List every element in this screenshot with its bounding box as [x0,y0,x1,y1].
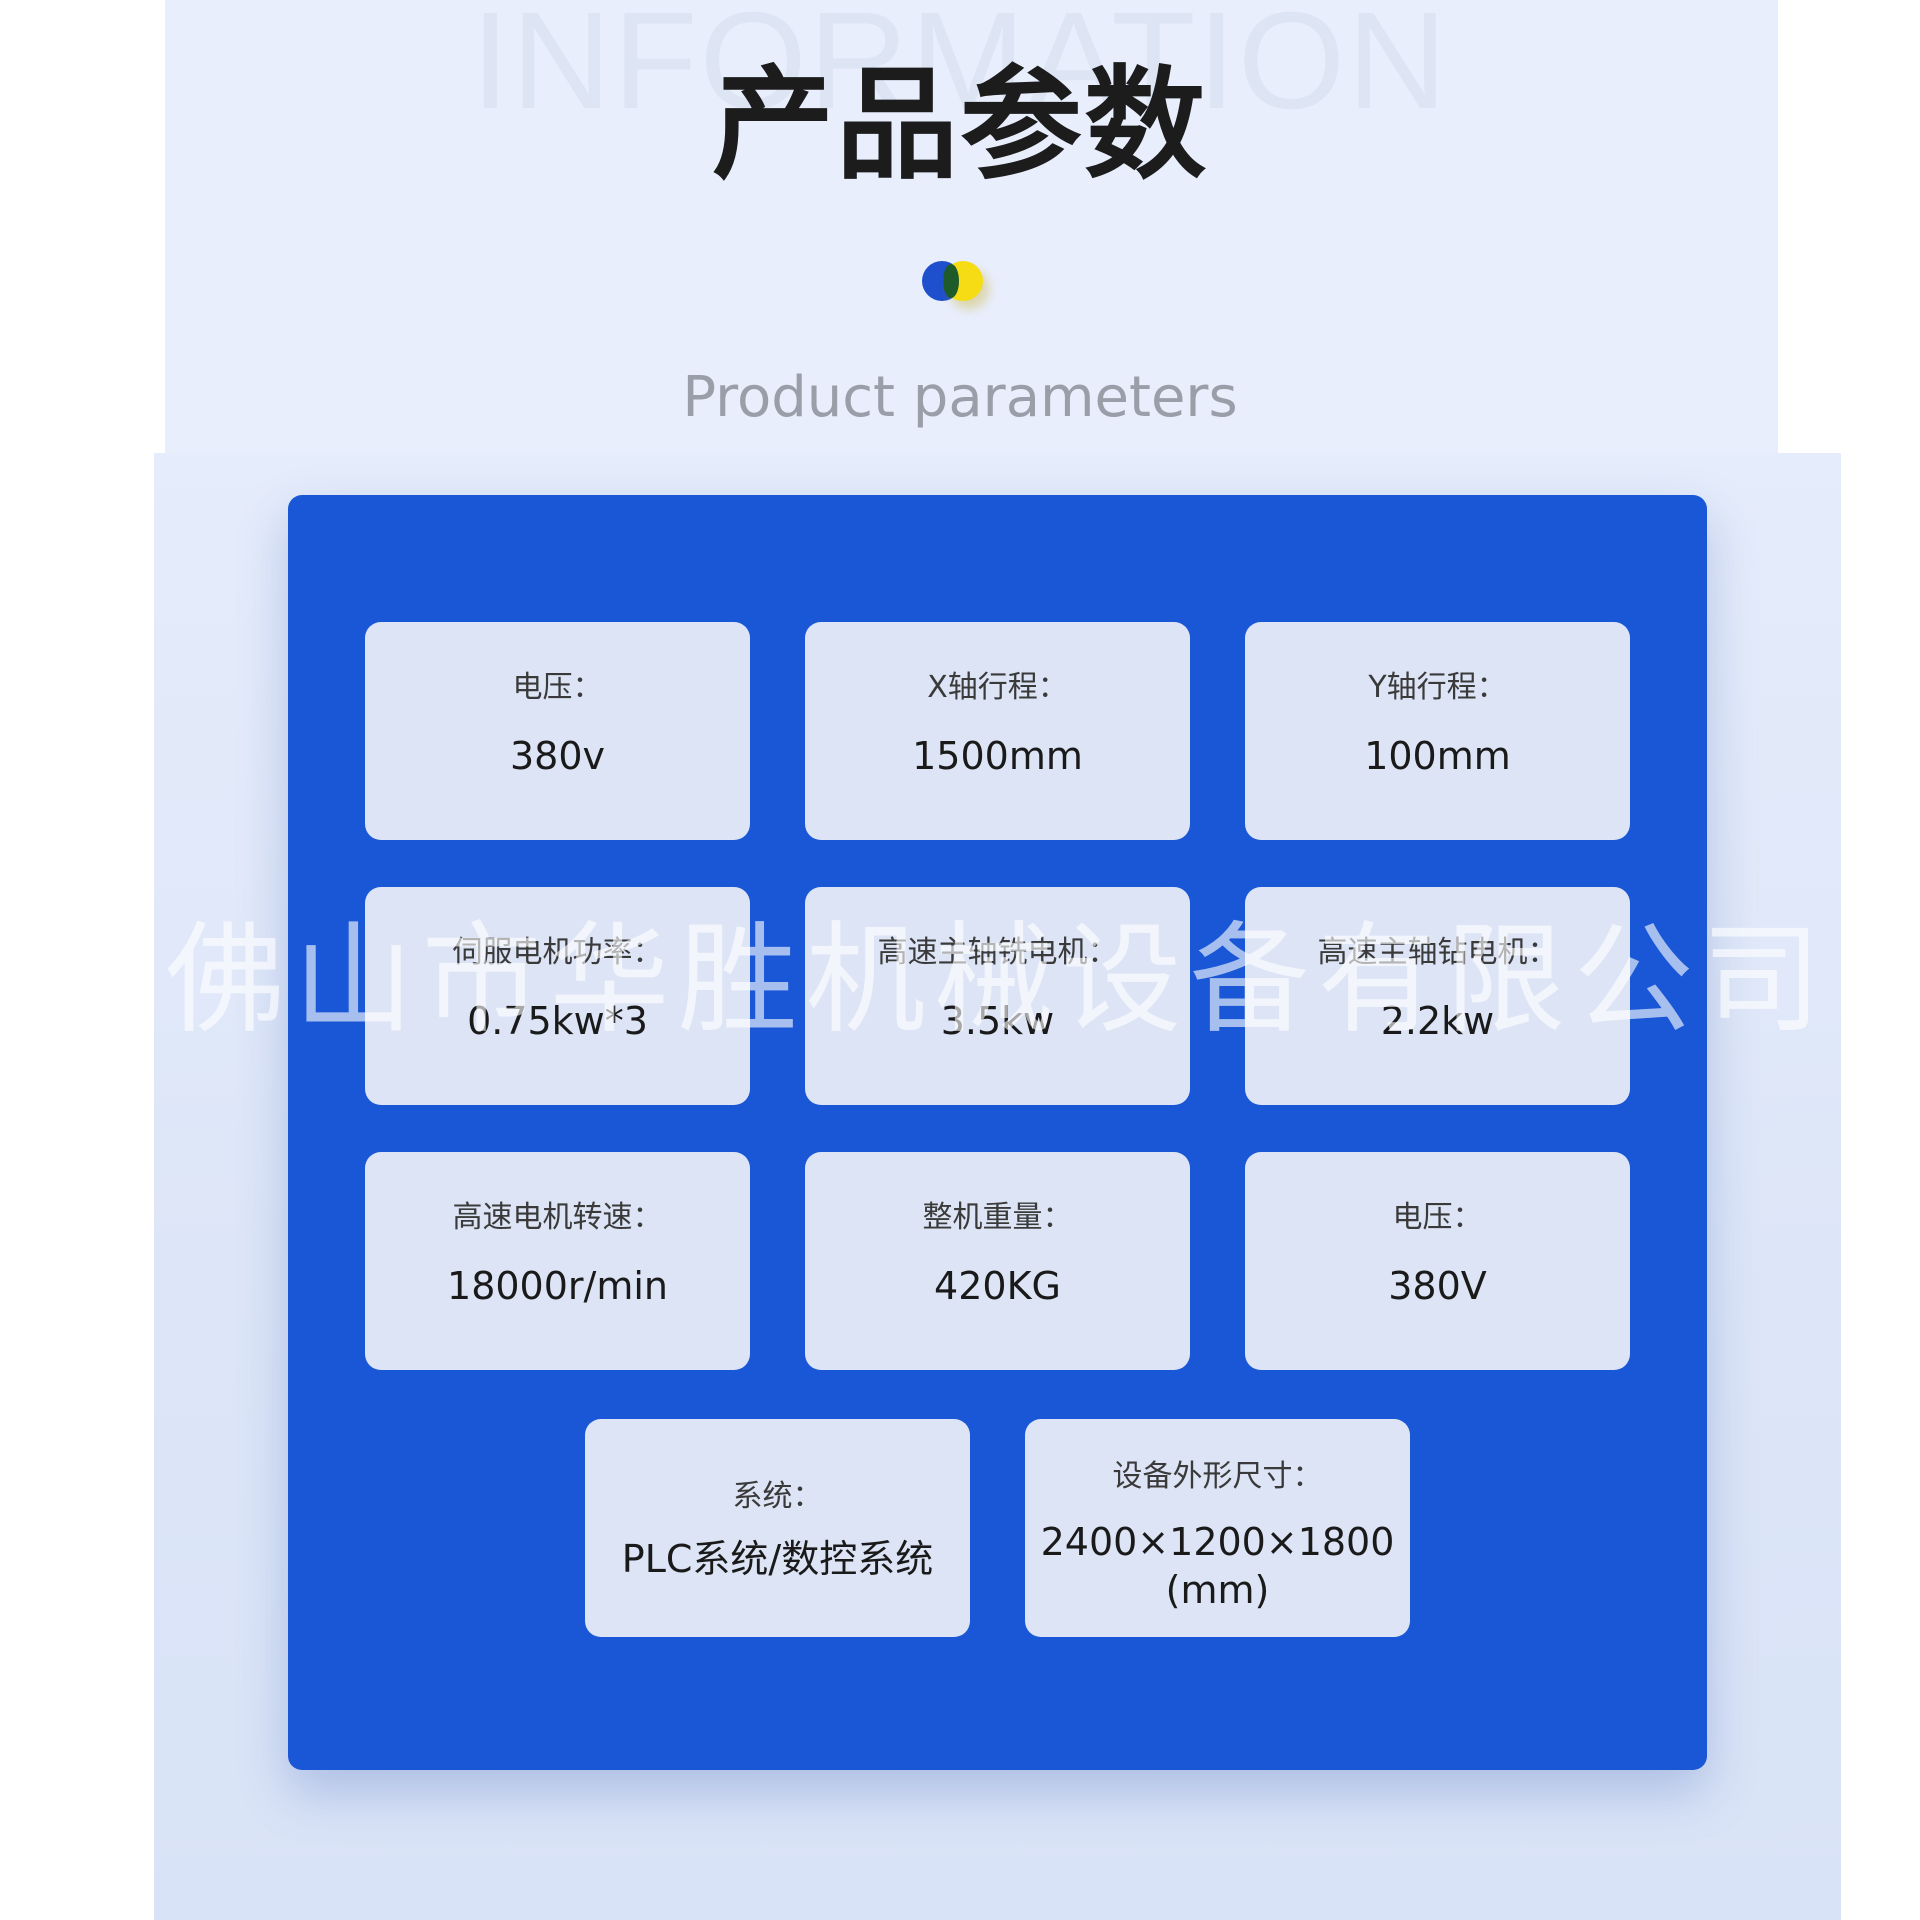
param-tile: 设备外形尺寸： 2400×1200×1800 (mm) [1025,1419,1410,1637]
param-value: 1500mm [912,734,1083,778]
param-tile: 整机重量： 420KG [805,1152,1190,1370]
param-tile: 高速主轴钻电机： 2.2kw [1245,887,1630,1105]
param-tile: 高速电机转速： 18000r/min [365,1152,750,1370]
param-label: 高速主轴铣电机： [877,935,1118,970]
param-label: 伺服电机功率： [452,935,663,970]
param-tile: 电压： 380V [1245,1152,1630,1370]
param-tile: 伺服电机功率： 0.75kw*3 [365,887,750,1105]
param-value: 420KG [934,1264,1061,1308]
header-panel [165,0,1778,453]
parameters-card: 电压： 380v X轴行程： 1500mm Y轴行程： 100mm 伺服电机功率… [288,495,1707,1770]
param-label: X轴行程： [927,670,1068,705]
param-tile: Y轴行程： 100mm [1245,622,1630,840]
param-value: 18000r/min [447,1264,668,1308]
param-value: 2.2kw [1380,999,1495,1043]
param-label: 整机重量： [922,1200,1073,1235]
param-label: 电压： [1392,1200,1483,1235]
param-label: 系统： [732,1479,823,1514]
param-value: 3.5kw [940,999,1055,1043]
param-label: 设备外形尺寸： [1112,1459,1323,1494]
param-tile: 电压： 380v [365,622,750,840]
page-title: 产品参数 [712,54,1208,196]
param-value: 100mm [1364,734,1511,778]
param-tile: 高速主轴铣电机： 3.5kw [805,887,1190,1105]
param-label: 高速主轴钻电机： [1317,935,1558,970]
param-label: 高速电机转速： [452,1200,663,1235]
param-tile: X轴行程： 1500mm [805,622,1190,840]
background-word: INFORMATION [471,0,1449,138]
page-subtitle: Product parameters [682,365,1238,430]
decorative-dots-icon [922,261,992,305]
param-label: 电压： [512,670,603,705]
param-tile: 系统： PLC系统/数控系统 [585,1419,970,1637]
param-value: PLC系统/数控系统 [621,1537,934,1581]
param-value: 380v [509,734,606,778]
param-value: 2400×1200×1800 (mm) [1040,1520,1395,1612]
dot-overlap-shape [943,264,959,298]
param-value: 0.75kw*3 [467,999,648,1043]
param-value: 380V [1388,1264,1487,1308]
param-label: Y轴行程： [1368,670,1507,705]
